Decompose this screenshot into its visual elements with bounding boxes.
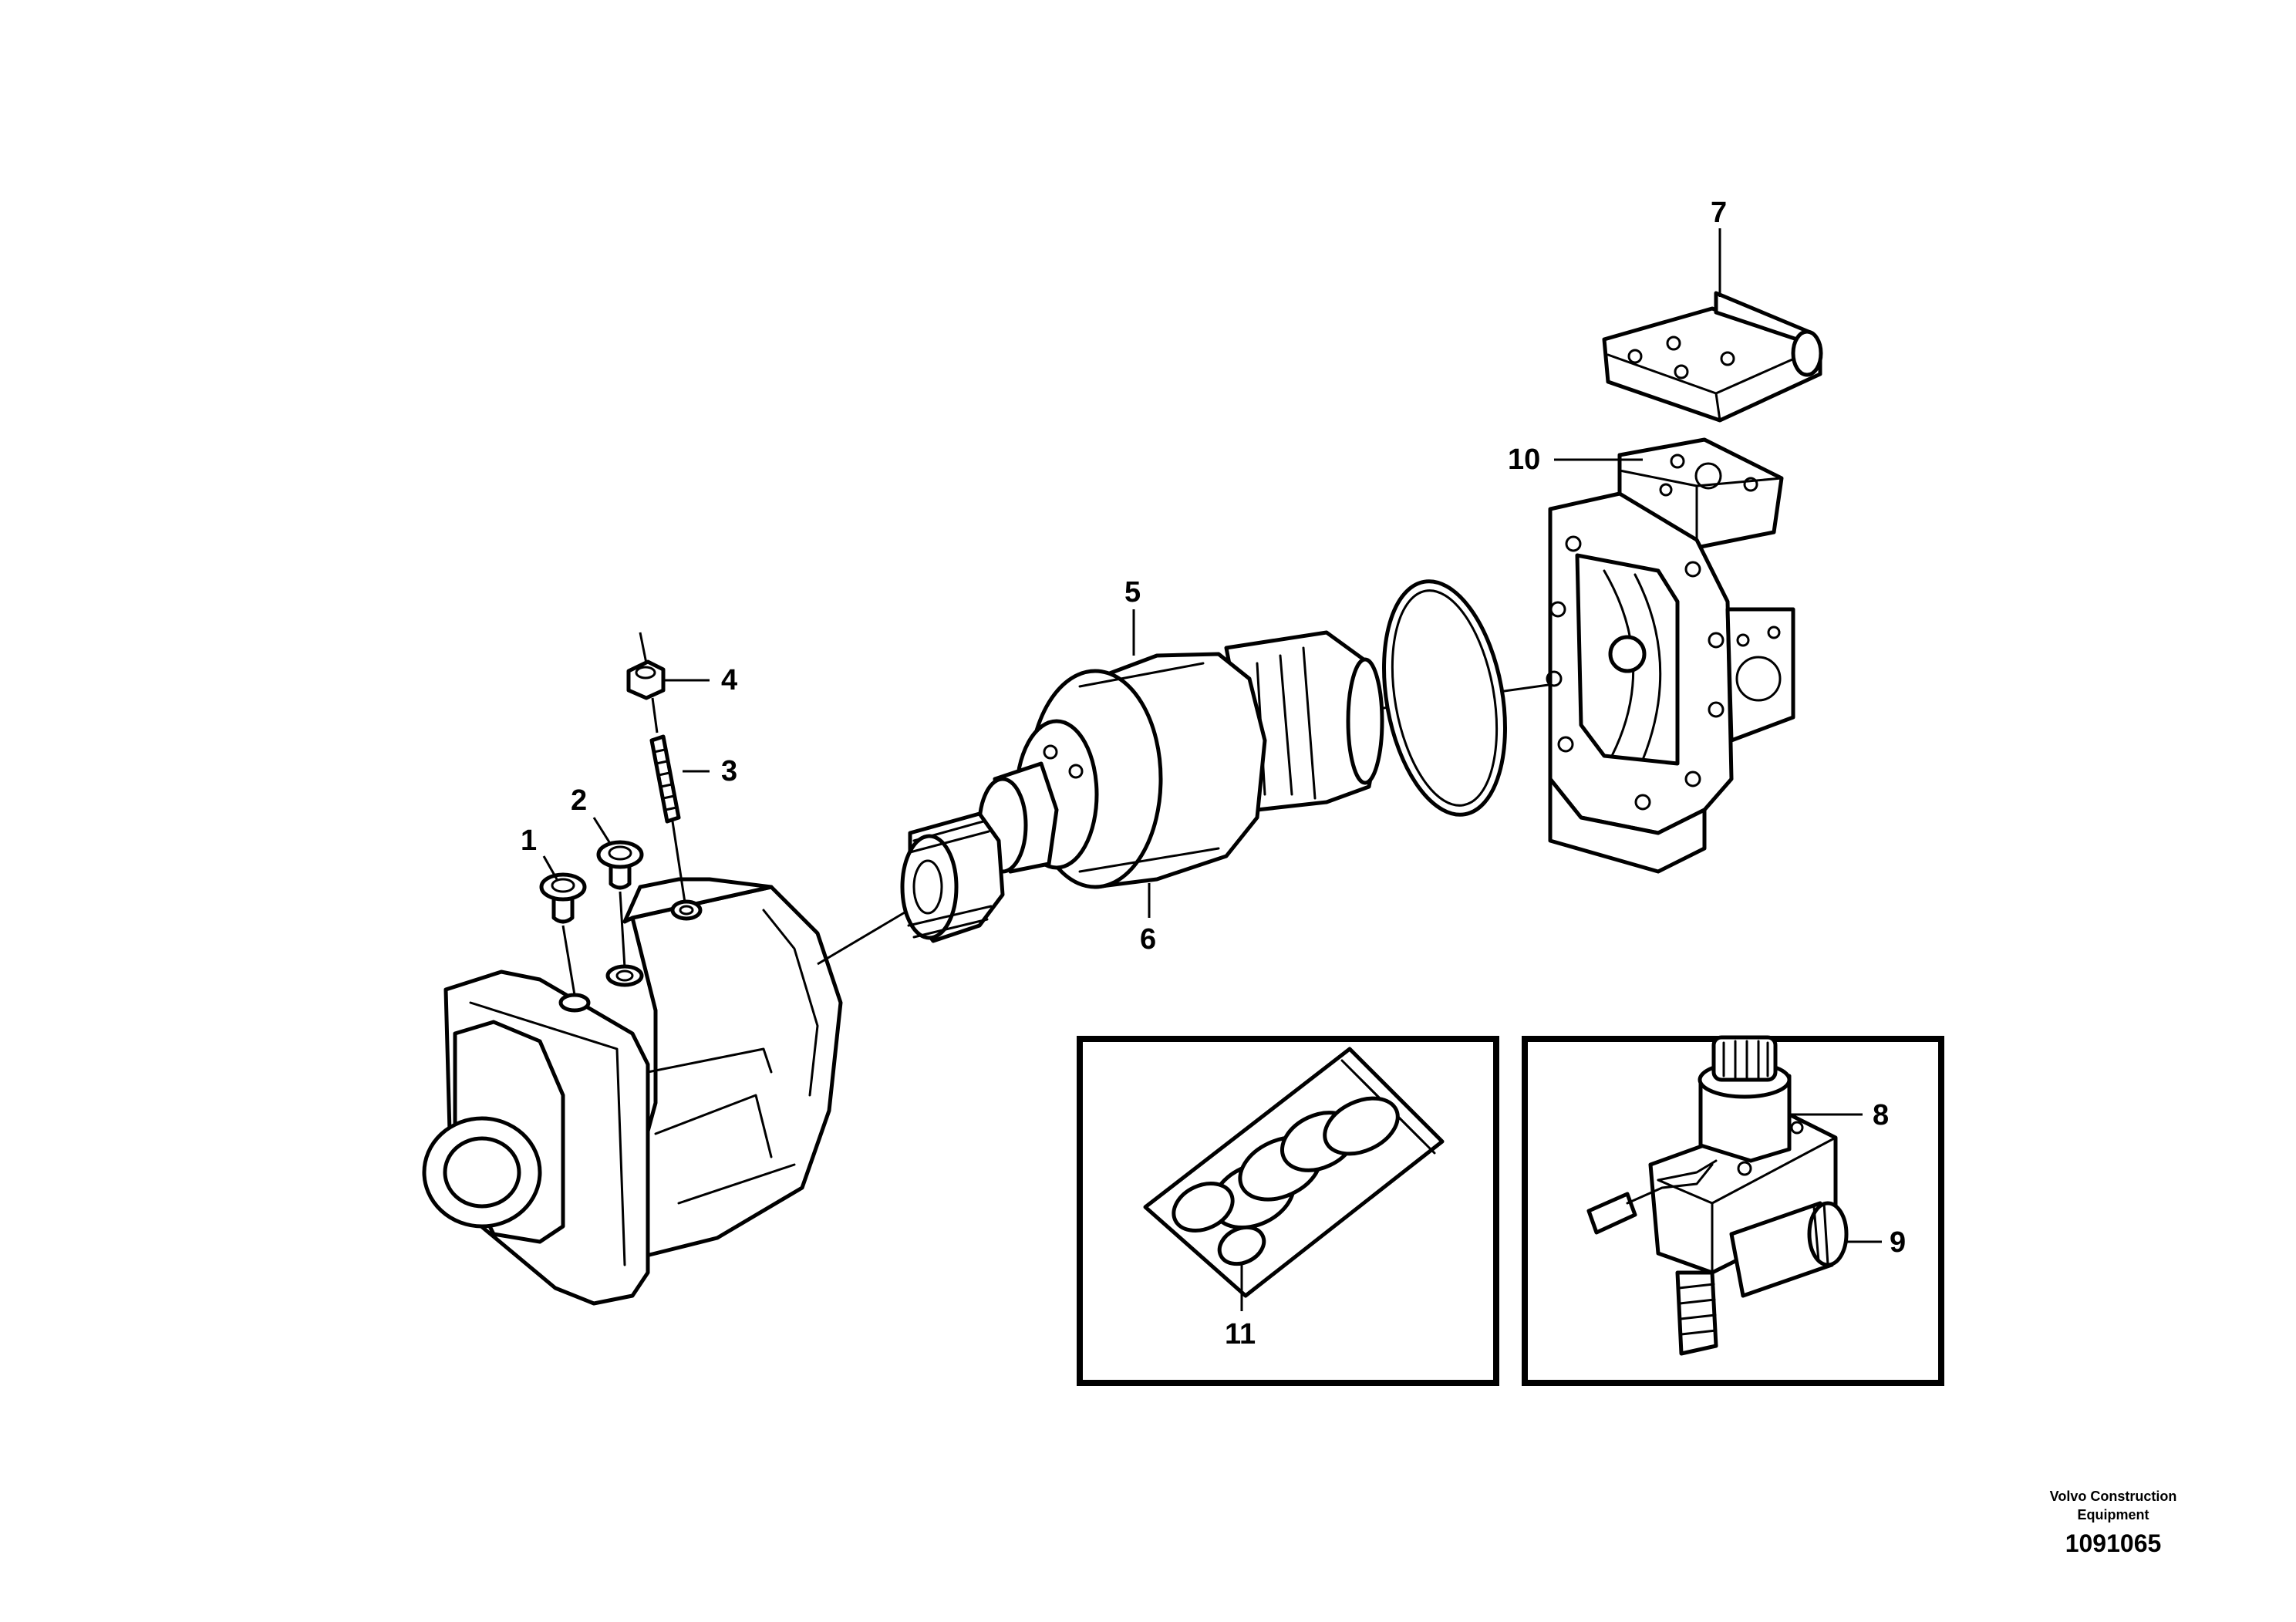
motor-housing (422, 877, 843, 1306)
callout-7: 7 (1711, 197, 1727, 229)
callout-8: 8 (1873, 1099, 1889, 1131)
callout-9: 9 (1890, 1226, 1906, 1259)
callout-11: 11 (1225, 1318, 1256, 1351)
plug-part-2 (596, 840, 644, 969)
footer-block: Volvo Construction Equipment 1091065 (2050, 1489, 2177, 1557)
document-number: 1091065 (2065, 1529, 2162, 1557)
callout-3: 3 (721, 755, 737, 787)
end-cover (1546, 437, 1795, 874)
callout-2: 2 (571, 784, 587, 817)
brand-line-2: Equipment (2078, 1507, 2149, 1523)
callout-6: 6 (1140, 923, 1156, 956)
brand-line-1: Volvo Construction (2050, 1489, 2177, 1504)
callout-5: 5 (1124, 576, 1141, 609)
o-ring (1382, 579, 1507, 817)
callout-10: 10 (1508, 443, 1540, 476)
callout-4: 4 (721, 664, 737, 696)
valve-inset (1522, 1035, 1944, 1386)
callout-1: 1 (521, 824, 537, 857)
stud-part-3 (649, 734, 686, 903)
plug-part-1 (539, 872, 587, 996)
hinge-plate (1602, 291, 1823, 423)
callout-leaders (542, 228, 1721, 918)
seal-kit-inset (1077, 1036, 1499, 1386)
shaft-assembly (817, 630, 1620, 966)
nut-part-4 (626, 632, 666, 733)
